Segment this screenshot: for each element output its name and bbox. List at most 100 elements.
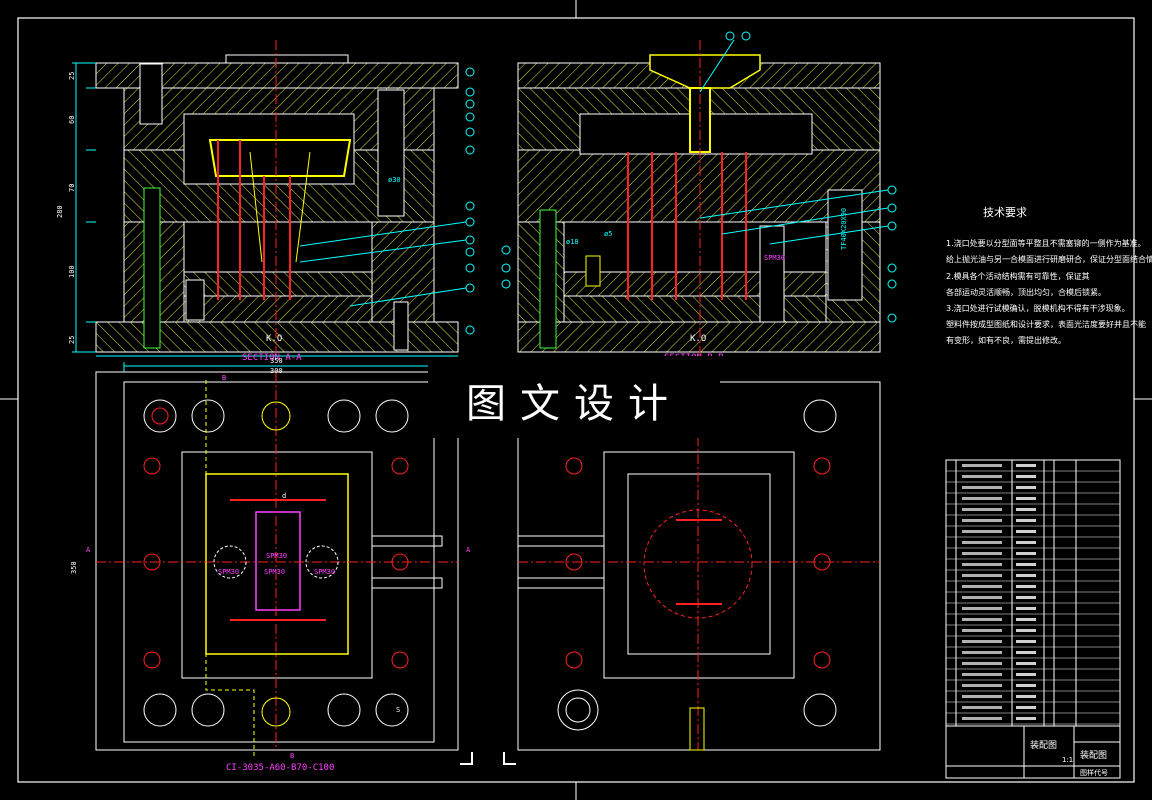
parts-list-entry-mark — [962, 618, 1002, 621]
section-a-mark-2: A — [466, 546, 471, 554]
parts-list-entry-mark — [962, 508, 1002, 511]
watermark: 图文设计 — [428, 362, 720, 438]
hole-label-2: ø5 — [604, 230, 613, 238]
section-a-mark-1: A — [86, 546, 91, 554]
parts-list-entry-mark — [962, 662, 1002, 665]
parts-list-entry-mark — [1016, 464, 1036, 467]
scale-label: 1:1 — [1062, 756, 1074, 764]
parts-list-entry-mark — [1016, 486, 1036, 489]
parts-list-entry-mark — [1016, 552, 1036, 555]
parts-list-entry-mark — [1016, 475, 1036, 478]
technical-requirements-title: 技术要求 — [983, 206, 1027, 219]
d-label: d — [282, 492, 287, 500]
section-b-mark-1: B — [222, 374, 227, 382]
dim-width-300: 300 — [270, 367, 283, 375]
parts-list-entry-mark — [962, 519, 1002, 522]
parts-list-entry-mark — [962, 585, 1002, 588]
parts-list-entry-mark — [1016, 596, 1036, 599]
tech-req-line-4: 各部运动灵活顺畅，顶出均匀，合模后锁紧。 — [946, 288, 1106, 297]
parts-list-entry-mark — [962, 464, 1002, 467]
parts-list-entry-mark — [1016, 684, 1036, 687]
dim-plan-height: 350 — [70, 561, 78, 574]
hole-label-1: ø18 — [566, 238, 579, 246]
parts-list-entry-mark — [962, 486, 1002, 489]
parts-list-entry-mark — [962, 574, 1002, 577]
ko-marker-left: K.O — [266, 334, 283, 344]
parts-list-entry-mark — [1016, 695, 1036, 698]
parts-list-entry-mark — [962, 717, 1002, 720]
parts-list-entry-mark — [962, 706, 1002, 709]
dim-25-bottom: 25 — [68, 335, 76, 344]
title-block — [945, 459, 1121, 779]
drawing-name-right: 装配图 — [1080, 751, 1108, 761]
tech-req-line-6: 塑料件按成型图纸和设计要求，表面光洁度要好并且不能 — [946, 320, 1146, 329]
parts-list-entry-mark — [1016, 541, 1036, 544]
parts-list-entry-mark — [962, 629, 1002, 632]
parts-list-entry-mark — [962, 607, 1002, 610]
parts-list-entry-mark — [1016, 585, 1036, 588]
parts-list-entry-mark — [1016, 497, 1036, 500]
dim-70: 70 — [68, 183, 76, 192]
parts-list-entry-mark — [1016, 640, 1036, 643]
parts-list-entry-mark — [1016, 706, 1036, 709]
dim-width-350: 350 — [270, 357, 283, 365]
parts-list-entry-mark — [962, 497, 1002, 500]
parts-list-entry-mark — [1016, 629, 1036, 632]
balloons-right — [501, 31, 897, 323]
spm-label-4: SPM30 — [266, 552, 288, 560]
spm-label-2: SPM30 — [264, 568, 286, 576]
dim-60: 60 — [68, 115, 76, 124]
parts-list-entry-mark — [962, 475, 1002, 478]
hole-label-3: ø30 — [388, 176, 401, 184]
balloons-left — [299, 67, 475, 335]
mold-base-code: CI-3035-A60-B70-C100 — [226, 763, 335, 773]
parts-list-entry-mark — [1016, 651, 1036, 654]
parts-list-rows — [946, 464, 1120, 725]
section-view-left — [72, 40, 459, 356]
parts-list-entry-mark — [1016, 530, 1036, 533]
s-label: S — [396, 706, 401, 714]
parts-list-entry-mark — [1016, 618, 1036, 621]
tech-req-line-2: 给上抛光油与另一合模面进行研磨研合，保证分型面结合情况。 — [946, 255, 1152, 264]
parts-list-entry-mark — [962, 563, 1002, 566]
drawing-name-left: 装配图 — [1030, 741, 1058, 751]
tech-req-line-1: 1.浇口处要以分型面等平整且不需塞铆的一侧作为基准。 — [946, 239, 1146, 248]
parts-list-entry-mark — [962, 651, 1002, 654]
parts-list-entry-mark — [1016, 563, 1036, 566]
plan-view-left — [95, 355, 459, 758]
section-view-right — [517, 40, 881, 356]
plan-view-right — [517, 381, 881, 751]
parts-list-entry-mark — [1016, 607, 1036, 610]
parts-list-entry-mark — [1016, 519, 1036, 522]
tech-req-line-3: 2.模具各个活动结构需有可靠性，保证其 — [946, 272, 1090, 281]
bolt-label: TF40X20X90 — [840, 207, 848, 250]
spm-label-1: SPM30 — [218, 568, 240, 576]
parts-list-entry-mark — [962, 695, 1002, 698]
parts-list-entry-mark — [962, 552, 1002, 555]
dim-overall-height: 280 — [56, 205, 64, 218]
drawing-code-label: 图样代号 — [1080, 769, 1108, 777]
tech-req-line-7: 有变形，如有不良，需提出修改。 — [946, 336, 1066, 345]
spm-label-right: SPM30 — [764, 254, 786, 262]
parts-list-entry-mark — [962, 673, 1002, 676]
section-label-bb: SECTION B-B — [664, 353, 724, 363]
ko-marker-right: K.O — [690, 334, 707, 344]
section-b-mark-2: B — [290, 752, 295, 760]
spm-label-3: SPM30 — [314, 568, 336, 576]
section-label-aa: SECTION A-A — [242, 353, 302, 363]
parts-list-entry-mark — [1016, 574, 1036, 577]
parts-list-entry-mark — [962, 684, 1002, 687]
parts-list-entry-mark — [962, 596, 1002, 599]
parts-list-entry-mark — [1016, 662, 1036, 665]
tech-req-line-5: 3.浇口处进行试模确认，脱模机构不得有干涉现象。 — [946, 304, 1130, 313]
parts-list-entry-mark — [962, 640, 1002, 643]
parts-list-entry-mark — [962, 541, 1002, 544]
dim-25-top: 25 — [68, 71, 76, 80]
parts-list-entry-mark — [1016, 508, 1036, 511]
parts-list-entry-mark — [962, 530, 1002, 533]
parts-list-entry-mark — [1016, 673, 1036, 676]
dim-100: 100 — [68, 265, 76, 278]
parts-list-entry-mark — [1016, 717, 1036, 720]
